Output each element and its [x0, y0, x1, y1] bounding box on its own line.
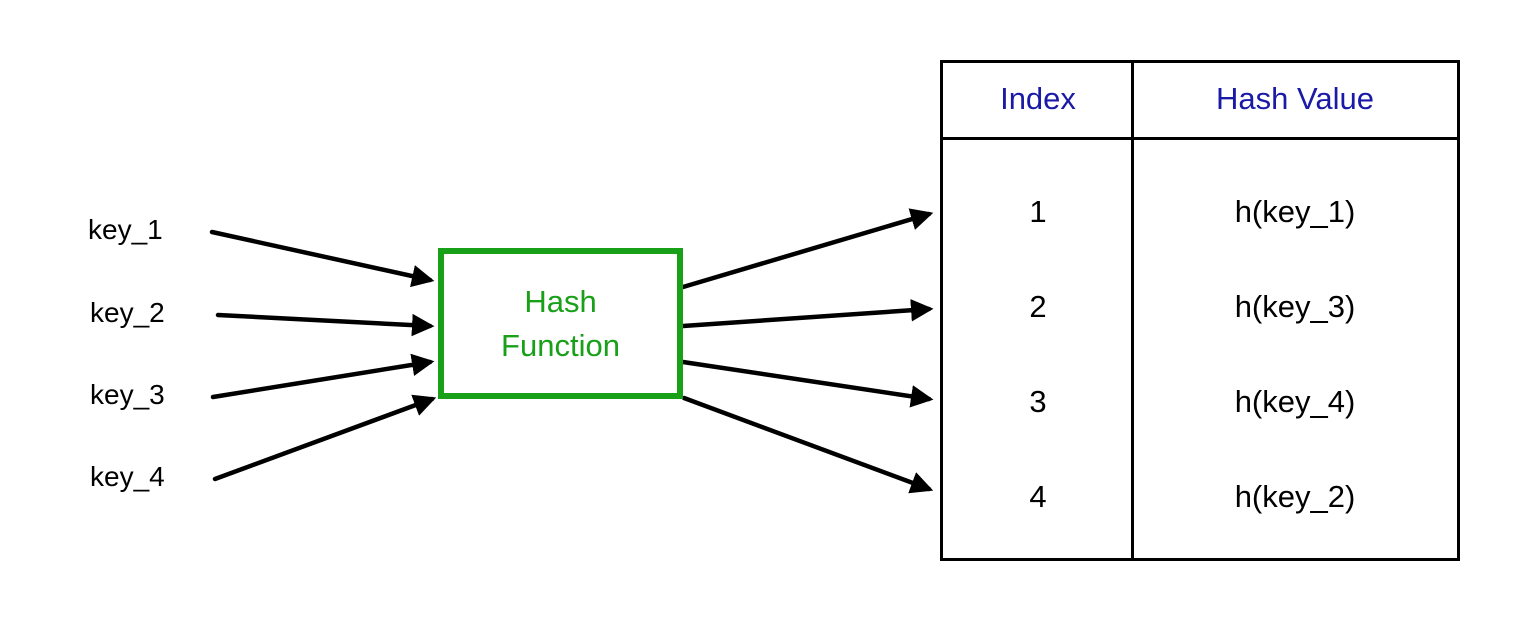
key-label-1: key_1 — [88, 214, 163, 245]
column-header-index: Index — [1000, 81, 1076, 116]
arrow-hash-to-row4 — [681, 395, 934, 494]
arrow-key1-to-hash — [209, 229, 435, 288]
hash-value-cell: h(key_4) — [1234, 384, 1356, 419]
hash-function-label-line1: Hash — [524, 283, 597, 319]
arrow-hash-to-row2 — [680, 299, 934, 329]
hash-function-label-line2: Function — [501, 327, 620, 363]
table-row: 3 h(key_4) — [943, 382, 1457, 422]
hash-value-cell: h(key_2) — [1234, 479, 1356, 514]
key-label-4: key_4 — [90, 461, 165, 492]
hash-table: Index Hash Value 1 h(key_1) 2 h(key_3) 3… — [940, 60, 1460, 561]
arrow-key4-to-hash — [212, 394, 437, 482]
column-divider — [1131, 63, 1134, 558]
hash-value-cell: h(key_3) — [1234, 289, 1356, 324]
arrow-key3-to-hash — [210, 353, 435, 400]
hash-function-box: Hash Function — [438, 248, 683, 399]
table-row: 1 h(key_1) — [943, 192, 1457, 232]
table-row: 2 h(key_3) — [943, 287, 1457, 327]
arrow-hash-to-row3 — [680, 359, 934, 408]
column-header-hash-value: Hash Value — [1216, 81, 1374, 116]
key-label-3: key_3 — [90, 379, 165, 410]
hash-value-cell: h(key_1) — [1234, 194, 1356, 229]
arrow-key2-to-hash — [215, 312, 435, 337]
table-header-row: Index Hash Value — [943, 63, 1457, 140]
index-cell: 2 — [1029, 289, 1047, 324]
key-label-2: key_2 — [90, 297, 165, 328]
index-cell: 3 — [1029, 384, 1047, 419]
index-cell: 1 — [1029, 194, 1047, 229]
index-cell: 4 — [1029, 479, 1047, 514]
table-row: 4 h(key_2) — [943, 477, 1457, 517]
arrow-hash-to-row1 — [680, 208, 934, 290]
